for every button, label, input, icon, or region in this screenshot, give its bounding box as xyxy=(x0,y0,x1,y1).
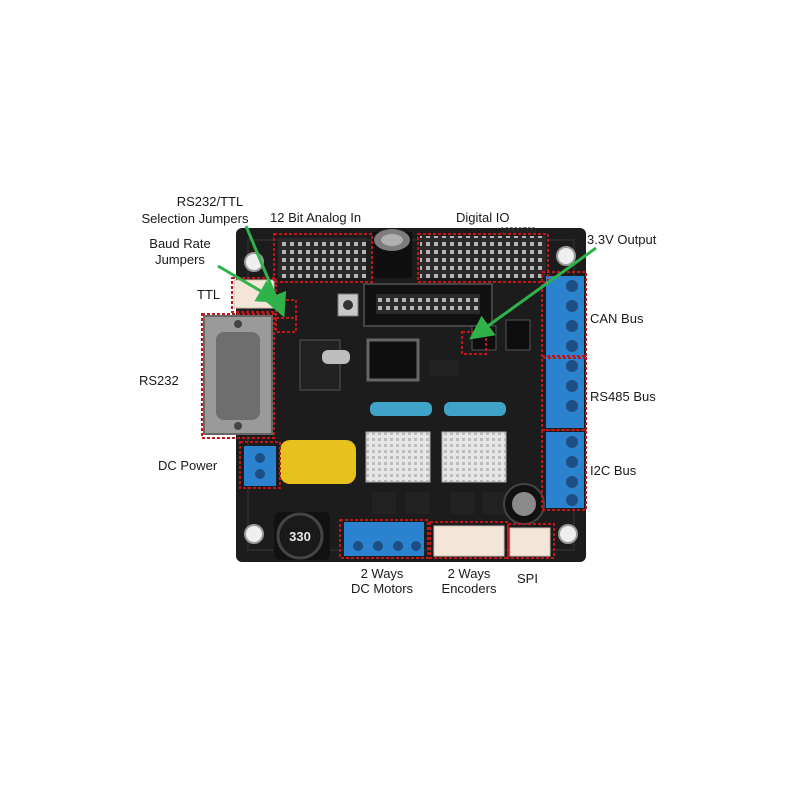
motor-terminal xyxy=(344,522,424,556)
top-capacitor xyxy=(372,229,412,278)
label-analog-in: 12 Bit Analog In xyxy=(270,210,362,225)
resistors xyxy=(370,402,506,416)
inductor-value: 330 xyxy=(289,529,311,544)
dc-power-terminal xyxy=(244,446,276,486)
box-dc-power xyxy=(239,441,281,489)
box-digital-io xyxy=(417,233,549,283)
label-digital-io: Digital IO xyxy=(456,210,510,225)
label-jumpers: Jumpers xyxy=(155,252,205,267)
box-spi xyxy=(507,523,555,559)
label-selection-jumpers: Selection Jumpers xyxy=(141,211,249,226)
label-spi: SPI xyxy=(517,571,538,586)
label-can-bus: CAN Bus xyxy=(590,311,644,326)
idc-connector xyxy=(363,283,493,327)
db9-connector xyxy=(203,315,273,435)
bottom-capacitor xyxy=(503,483,545,525)
yellow-capacitor xyxy=(280,440,356,484)
mcu-chip xyxy=(366,338,420,382)
label-rs232: RS232 xyxy=(139,373,179,388)
arrows xyxy=(217,225,597,340)
label-encoders-line1: 2 Ways xyxy=(447,566,491,581)
box-motors xyxy=(339,519,429,559)
label-rs485-bus: RS485 Bus xyxy=(590,389,656,404)
box-i2c xyxy=(541,429,587,511)
inductor: 330 xyxy=(274,512,330,560)
label-i2c-bus: I2C Bus xyxy=(590,463,637,478)
label-dc-power: DC Power xyxy=(158,458,218,473)
label-encoders-line2: Encoders xyxy=(441,581,497,596)
label-rs232-ttl: RS232/TTL xyxy=(176,194,244,209)
label-baud-rate: Baud Rate xyxy=(149,236,211,251)
heatsink-right xyxy=(441,431,507,483)
analog-in-header xyxy=(278,238,366,278)
box-encoders xyxy=(429,521,509,559)
box-analog-in xyxy=(273,233,373,283)
label-33v-output: 3.3V Output xyxy=(587,232,657,247)
mounting-holes xyxy=(244,246,578,544)
label-motors-line1: 2 Ways xyxy=(360,566,404,581)
arrow-33v-output xyxy=(469,246,597,340)
digital-io-header xyxy=(420,236,546,278)
label-motors-line2: DC Motors xyxy=(350,581,414,596)
max232-chip xyxy=(299,339,341,391)
box-rs232 xyxy=(201,313,275,439)
label-ttl: TTL xyxy=(197,287,221,302)
box-selection-jumpers xyxy=(275,317,297,333)
crystal xyxy=(322,350,350,364)
spi-connector xyxy=(509,527,551,557)
right-terminals xyxy=(546,276,584,508)
heatsink-left xyxy=(365,431,431,483)
encoder-connector xyxy=(433,525,505,557)
arrow-baud-rate xyxy=(217,264,282,304)
board-serial: 10900760 xyxy=(500,226,536,235)
